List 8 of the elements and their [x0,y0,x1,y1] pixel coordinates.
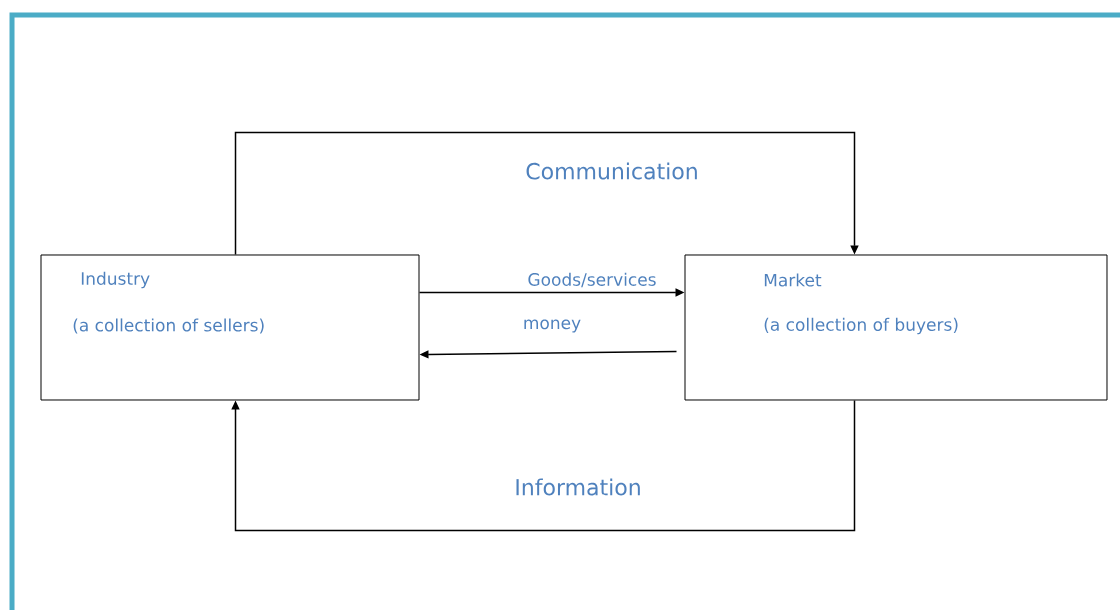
arrow [234,131,859,256]
process-box: Industry (a collection of sellers) [40,254,420,401]
process-box: Market (a collection of buyers) [684,254,1108,401]
edge-label: Goods/services [528,272,656,288]
edge-label: Communication [526,162,697,180]
edge-label: money [524,319,581,333]
edge-label: Information [516,478,640,496]
arrow [231,399,856,532]
